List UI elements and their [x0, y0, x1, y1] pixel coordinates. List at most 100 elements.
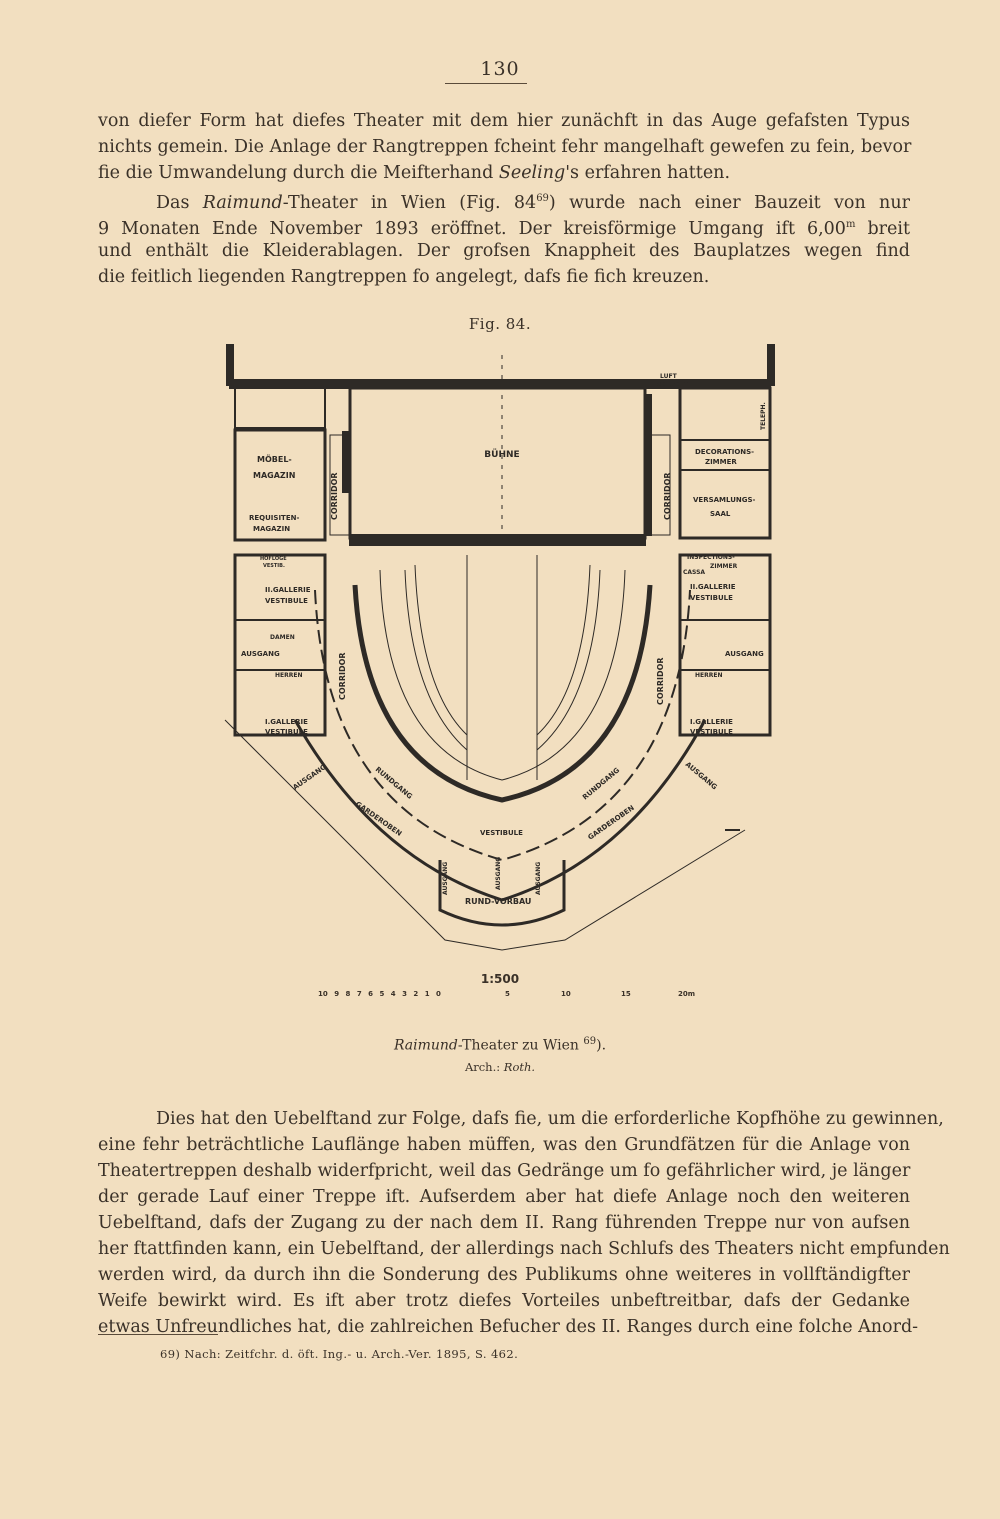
floor-plan-drawing: BÜHNE ORCHESTER MÖBEL- MAGAZIN REQUISITE…: [224, 344, 775, 951]
text-line: Das Raimund-Theater in Wien (Fig. 8469) …: [98, 186, 910, 213]
scale-tick-5: 5: [505, 990, 510, 998]
text-line: der gerade Lauf einer Treppe ift. Aufser…: [98, 1187, 910, 1207]
plan-garderoben: [293, 719, 707, 902]
footnote-rule: [98, 1334, 218, 1335]
scale-tick-label: 2: [413, 990, 419, 998]
label-decorations: DECORATIONS-: [695, 448, 754, 456]
scale-tick-label: 1: [424, 990, 430, 998]
text-span: ) wurde nach einer Bauzeit von nur: [548, 192, 910, 213]
label-mobel: MÖBEL-: [257, 454, 292, 464]
label-ausgang-entrance-mid: AUSGANG: [495, 857, 502, 890]
scale-tick-label: 9: [334, 990, 340, 998]
footnote-mark: 69): [160, 1347, 181, 1361]
label-ausgang-lower-left: AUSGANG: [292, 763, 328, 792]
scale-tick-label: 7: [356, 990, 362, 998]
label-damen: DAMEN: [270, 634, 295, 641]
label-ii-gallerie-left: II.GALLERIE: [265, 586, 311, 594]
text-line: etwas Unfreundliches hat, die zahlreiche…: [98, 1317, 919, 1337]
text-line: Weife bewirkt wird. Es ift aber trotz di…: [98, 1291, 910, 1311]
label-corridor-top-left: CORRIDOR: [330, 472, 339, 520]
text-span: Das: [156, 192, 190, 213]
label-corridor-right: CORRIDOR: [656, 657, 665, 705]
page-number-rule: [445, 83, 527, 84]
credit-prefix: Arch.:: [464, 1060, 504, 1074]
scale-tick-20: 20m: [678, 990, 696, 998]
label-ii-gallerie-right: II.GALLERIE: [690, 583, 736, 591]
plan-wall: [226, 344, 234, 386]
figure-credit: Arch.: Roth.: [0, 1060, 1000, 1074]
caption-theater-name: Raimund: [393, 1037, 458, 1054]
scale-tick-label: 4: [390, 990, 396, 998]
label-vestibule-right-upper: VESTIBULE: [690, 594, 733, 602]
label-rundgang-right: RUNDGANG: [581, 766, 621, 802]
label-herren-left: HERREN: [275, 672, 302, 679]
label-corridor-top-right: CORRIDOR: [663, 472, 672, 520]
text-span: breit: [855, 218, 910, 239]
text-span: -Theater in Wien (Fig. 84: [282, 192, 537, 213]
theater-name: Raimund: [202, 192, 283, 213]
scale-tick-label: 5: [379, 990, 385, 998]
label-vestibule-right-lower: VESTIBULE: [690, 728, 733, 736]
label-corridor-left: CORRIDOR: [338, 652, 347, 700]
plan-wall: [767, 344, 775, 386]
label-ausgang-left: AUSGANG: [241, 650, 280, 658]
unit-superscript: m: [845, 219, 856, 230]
label-vestibule-main: VESTIBULE: [480, 829, 523, 837]
footnote-ref: 69: [536, 193, 549, 204]
plan-room-right: [678, 386, 772, 540]
label-i-gallerie-right: I.GALLERIE: [690, 718, 733, 726]
footnote: 69) Nach: Zeitfchr. d. öft. Ing.- u. Arc…: [160, 1347, 518, 1361]
label-orchester: ORCHESTER: [475, 536, 529, 545]
label-versamlungs: VERSAMLUNGS-: [693, 496, 756, 504]
scale-tick-label: 0: [436, 990, 441, 998]
scale-ticks-left: 10 9 8 7 6 5 4 3 2 1 0: [318, 990, 441, 998]
text-span: 9 Monaten Ende November 1893 eröffnet. D…: [98, 218, 846, 239]
credit-architect: Roth.: [503, 1060, 536, 1074]
label-teleph: TELEPH.: [760, 402, 767, 430]
scale-tick-label: 10: [318, 990, 328, 998]
footnote-text: Nach: Zeitfchr. d. öft. Ing.- u. Arch.-V…: [180, 1347, 519, 1361]
label-ausgang-lower-right: AUSGANG: [684, 760, 719, 791]
text-line: 9 Monaten Ende November 1893 eröffnet. D…: [98, 212, 910, 239]
text-line: her ftattfinden kann, ein Uebelftand, de…: [98, 1239, 950, 1259]
label-ausgang-right: AUSGANG: [725, 650, 764, 658]
paragraph-raimund: Das Raimund-Theater in Wien (Fig. 8469) …: [98, 186, 910, 290]
label-cassa: CASSA: [683, 569, 705, 576]
label-vestibule-left-lower: VESTIBULE: [265, 728, 308, 736]
label-hofloge: HOFLOGE: [260, 556, 287, 562]
label-vestibule-small: VESTIB.: [263, 563, 285, 569]
text-line: von diefer Form hat diefes Theater mit d…: [98, 111, 910, 131]
label-i-gallerie-left: I.GALLERIE: [265, 718, 308, 726]
plan-rundgang: [314, 589, 691, 862]
scale-title: 1:500: [480, 972, 520, 986]
label-ausgang-entrance-left: AUSGANG: [442, 862, 449, 895]
page-number: 130: [480, 58, 520, 80]
plan-stage-outline: [348, 386, 647, 540]
label-inspections: INSPECTIONS-: [687, 554, 735, 561]
text-line: werden wird, da durch ihn die Sonderung …: [98, 1265, 910, 1285]
text-line: fie die Umwandelung durch die Meifterhan…: [98, 160, 910, 186]
label-ausgang-entrance-right: AUSGANG: [535, 862, 542, 895]
architect-name: Seeling: [498, 163, 566, 183]
scale-tick-15: 15: [621, 990, 631, 998]
text-line: und enthält die Kleiderablagen. Der grof…: [98, 241, 910, 261]
text-line: Theatertreppen deshalb widerfpricht, wei…: [98, 1161, 911, 1181]
label-vestibule-left-upper: VESTIBULE: [265, 597, 308, 605]
plan-room-left: [233, 428, 327, 542]
label-garderoben-left: GARDEROBEN: [354, 800, 403, 838]
text-line: Uebelftand, dafs der Zugang zu der nach …: [98, 1213, 910, 1233]
text-span: 's erfahren hatten.: [565, 163, 731, 183]
scale-tick-10: 10: [561, 990, 571, 998]
text-line: die feitlich liegenden Rangtreppen fo an…: [98, 267, 710, 287]
scale-tick-label: 3: [402, 990, 407, 998]
label-herren-right: HERREN: [695, 672, 722, 679]
plan-entrance: [438, 860, 566, 927]
text-span: fie die Umwandelung durch die Meifterhan…: [98, 163, 494, 183]
label-luft: LUFT: [660, 373, 678, 380]
text-line: Dies hat den Uebelftand zur Folge, dafs …: [156, 1109, 944, 1129]
caption-text: -Theater zu Wien: [457, 1037, 579, 1054]
label-buhne: BÜHNE: [484, 449, 519, 460]
label-schacht: SCHACHT: [657, 381, 690, 388]
label-saal: SAAL: [710, 510, 731, 518]
